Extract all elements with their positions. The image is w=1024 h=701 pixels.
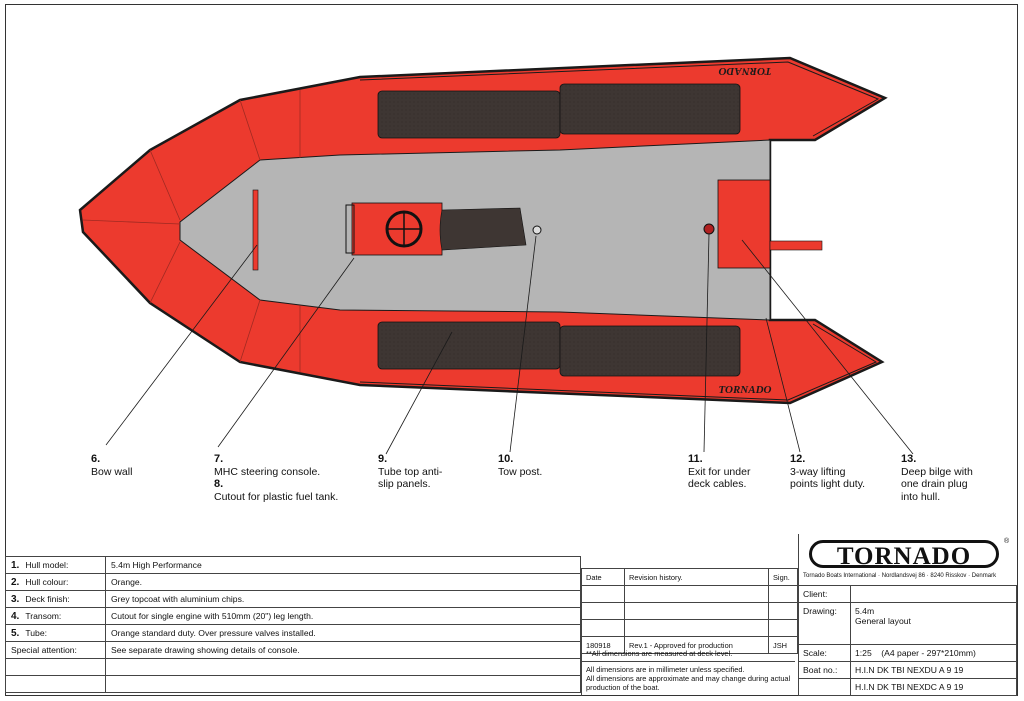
table-row — [5, 658, 581, 676]
company-address: Tornado Boats International · Nordlandsv… — [803, 573, 997, 579]
callout-fuel-tank-cutout: 8.Cutout for plastic fuel tank. — [214, 478, 339, 503]
bilge-sump — [717, 179, 771, 269]
notes: **All dimensions are measured at deck le… — [581, 646, 795, 696]
tow-post — [532, 225, 542, 235]
callout-antislip-panels: 9.Tube top anti-slip panels. — [378, 453, 443, 490]
drawing-frame — [5, 4, 1018, 696]
table-row: 2.Hull colour:Orange. — [5, 573, 581, 591]
callout-steering-console: 7.MHC steering console. — [214, 453, 321, 478]
callout-tow-post: 10.Tow post. — [498, 453, 543, 478]
table-row: 1.Hull model:5.4m High Performance — [5, 556, 581, 574]
bow-wall — [252, 189, 259, 271]
spec-table: 1.Hull model:5.4m High Performance 2.Hul… — [5, 556, 581, 693]
table-row: 3.Deck finish:Grey topcoat with aluminiu… — [5, 590, 581, 608]
antislip-panel — [377, 90, 561, 139]
table-row — [5, 675, 581, 693]
boat-plan-view: TORNADO TORNADO — [78, 56, 914, 455]
cable-exit — [703, 223, 715, 235]
tube-decal: TORNADO — [718, 65, 771, 77]
tornado-logo: TORNADO — [809, 540, 999, 570]
tube-upper-seam — [359, 61, 880, 137]
antislip-panel — [559, 83, 741, 135]
tube-lower-seam — [359, 323, 878, 401]
logo-block: TORNADO ® Tornado Boats International · … — [798, 534, 1018, 585]
antislip-panel — [559, 325, 741, 377]
antislip-panel — [377, 321, 561, 370]
steering-console — [345, 202, 527, 256]
table-row: 4.Transom:Cutout for single engine with … — [5, 607, 581, 625]
table-row: 5.Tube:Orange standard duty. Over pressu… — [5, 624, 581, 642]
callout-bow-wall: 6.Bow wall — [91, 453, 133, 478]
table-row: Special attention:See separate drawing s… — [5, 641, 581, 659]
transom-leg-cutout — [769, 240, 823, 251]
tube-decal: TORNADO — [719, 384, 772, 396]
